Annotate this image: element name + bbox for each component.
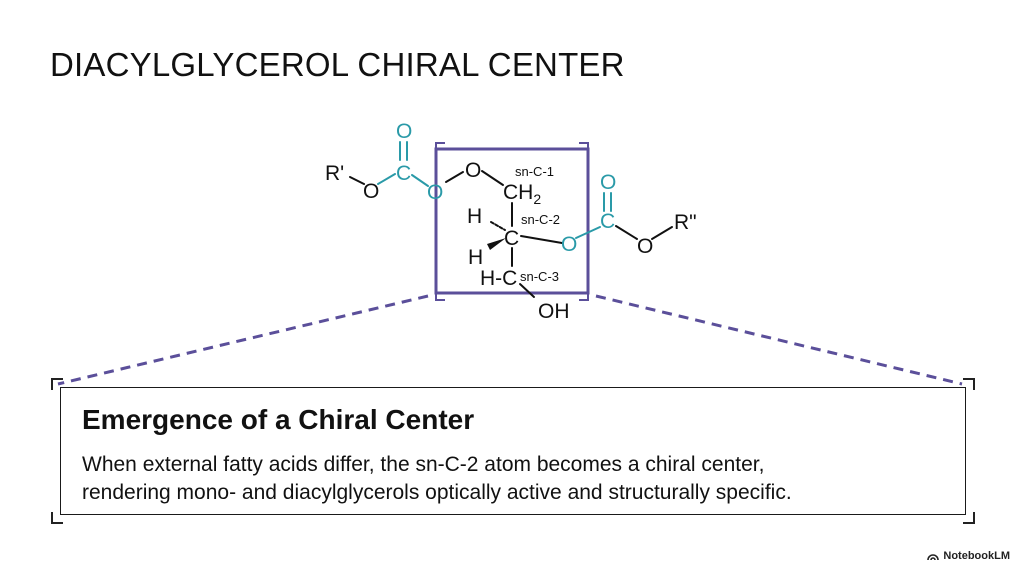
chiral-highlight-box [434,147,590,295]
slide-title: DIACYLGLYCEROL CHIRAL CENTER [50,46,625,83]
atom-c-carbonyl-right: C [600,210,615,233]
notebooklm-brand: NotebookLM [927,550,1010,562]
atom-c-carbonyl-left: C [396,162,411,185]
callout-corner-brackets [51,378,975,524]
callout-box [60,387,966,515]
atom-c-chiral-center: C [504,227,519,250]
brand-name: NotebookLM [943,550,1010,562]
atom-o-link-left: O [427,181,443,204]
atom-o-carbonyl-right: O [600,171,616,194]
solid-wedge-bond [487,238,506,250]
highlight-corner-brackets [435,142,589,301]
label-sn-c-2: sn-C-2 [521,212,560,227]
atom-o-carbonyl-left: O [396,120,412,143]
atom-r-prime: R' [325,162,344,185]
notebooklm-logo-icon [927,553,940,560]
callout-body-line-2: rendering mono- and diacylglycerols opti… [82,481,792,504]
callout-body: When external fatty acids differ, the sn… [82,451,962,507]
molecule-bonds [349,141,673,298]
projection-line-right [595,294,963,386]
atom-o-ester-right: O [637,235,653,258]
atom-o-link-right: O [561,233,577,256]
callout-heading: Emergence of a Chiral Center [82,404,475,435]
atom-o-sn1: O [465,159,481,182]
atom-h-upper: H [467,205,482,228]
atom-o-ester-left: O [363,180,379,203]
atom-oh: OH [538,300,570,323]
atom-h-lower: H [468,246,483,269]
atom-h-c3: H-C [480,267,517,290]
atom-ch2: CH2 [503,181,541,207]
atom-r-double-prime: R" [674,211,697,234]
label-sn-c-1: sn-C-1 [515,164,554,179]
label-sn-c-3: sn-C-3 [520,269,559,284]
projection-line-left [57,294,429,386]
callout-body-line-1: When external fatty acids differ, the sn… [82,453,765,476]
